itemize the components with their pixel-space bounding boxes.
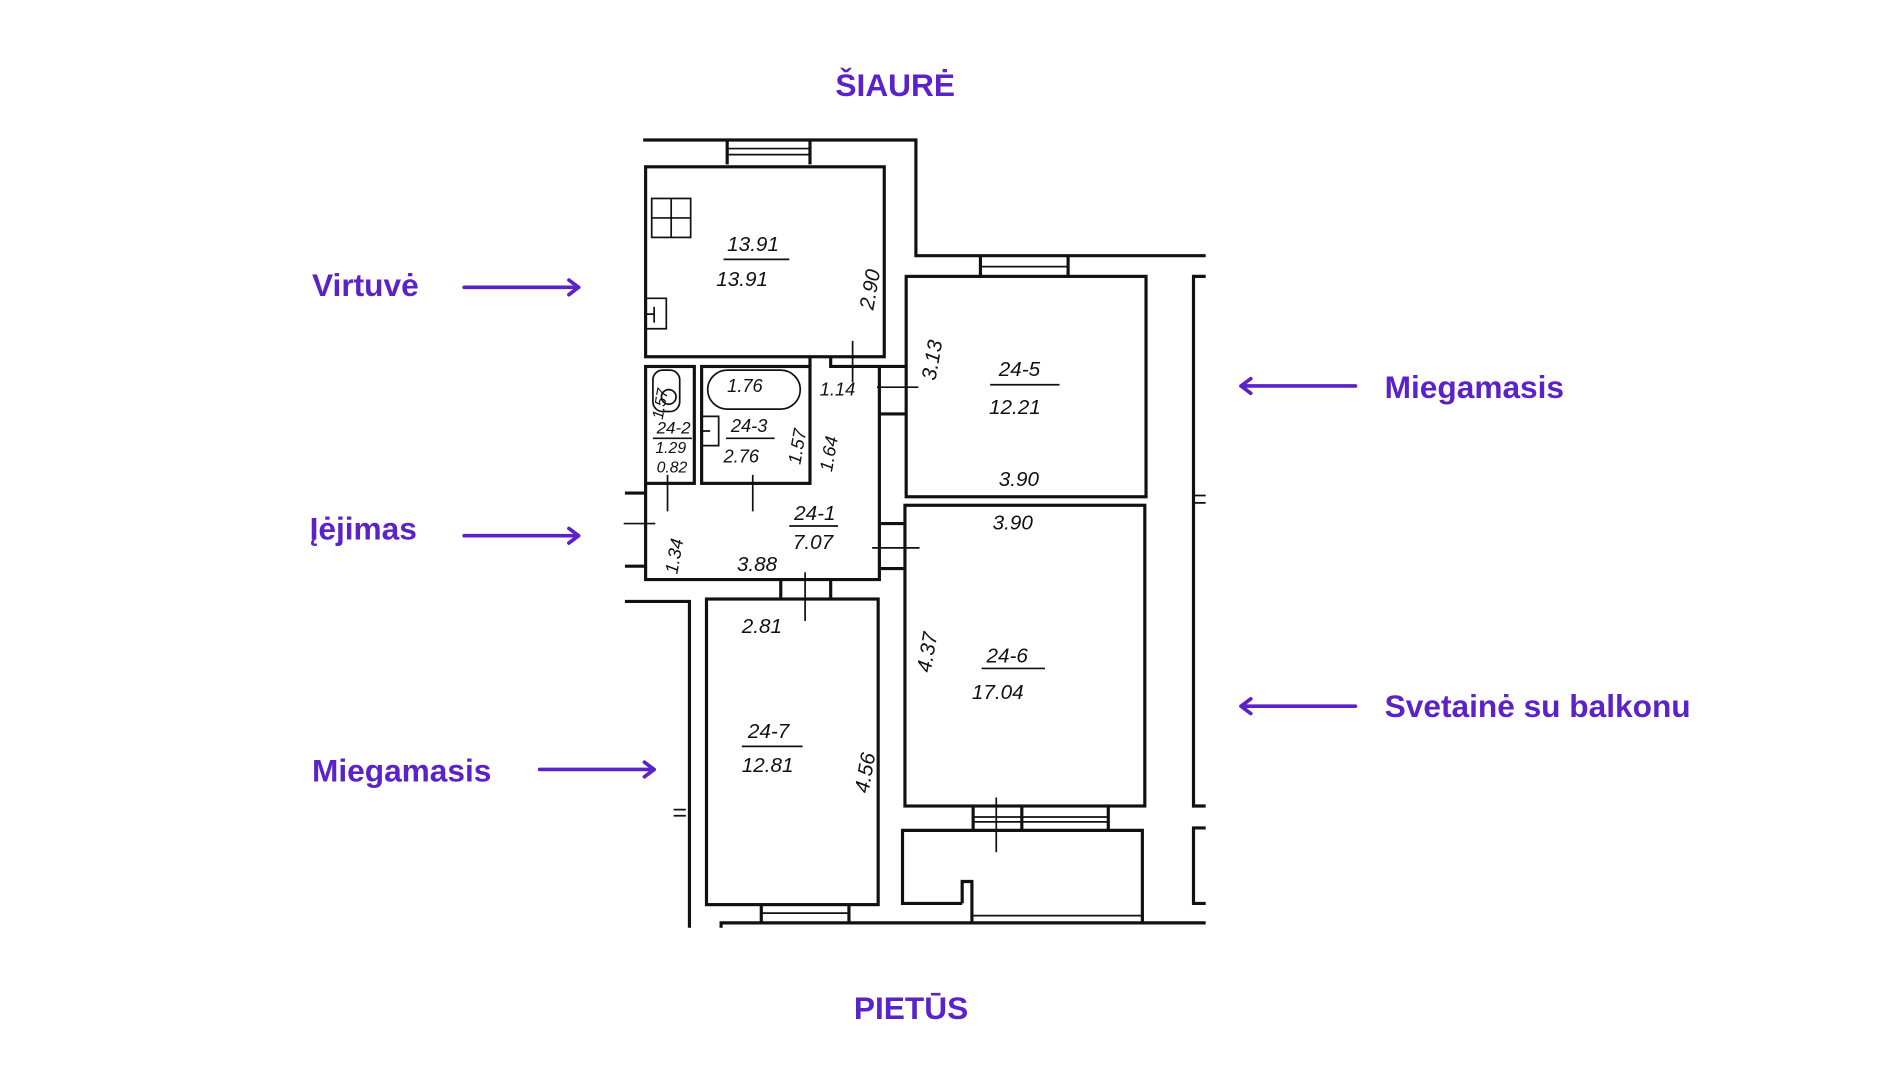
arrow-right-icon: [537, 760, 656, 779]
door-marks: [623, 340, 998, 853]
svg-text:3.13: 3.13: [918, 338, 948, 382]
svg-text:3.90: 3.90: [999, 468, 1040, 491]
sink-icon: [645, 297, 668, 330]
svg-text:24-1: 24-1: [793, 502, 835, 525]
svg-text:12.21: 12.21: [989, 396, 1041, 419]
svg-text:13.91: 13.91: [716, 268, 768, 291]
living-room: 3.90 4.37 24-6 17.04: [913, 512, 1045, 704]
svg-text:1.14: 1.14: [820, 379, 856, 400]
svg-text:7.07: 7.07: [793, 531, 835, 554]
washbasin-icon: [701, 415, 720, 447]
arrow-left-icon: [1239, 697, 1358, 716]
svg-text:4.56: 4.56: [851, 751, 881, 795]
callout-living-room: Svetainė su balkonu: [1385, 688, 1691, 724]
svg-text:24-5: 24-5: [998, 358, 1041, 381]
arrow-right-icon: [462, 278, 581, 297]
svg-text:1.57: 1.57: [650, 386, 672, 420]
svg-text:2.90: 2.90: [855, 267, 885, 312]
svg-text:3.90: 3.90: [993, 512, 1034, 535]
bedroom-south-room: 2.81 24-7 12.81 4.56: [741, 615, 881, 795]
south-label: PIETŪS: [854, 990, 968, 1026]
bedroom-north-room: 3.13 24-5 12.21 3.90: [918, 338, 1060, 491]
callout-entrance: Įėjimas: [310, 510, 417, 546]
stove-icon: [650, 197, 692, 239]
arrow-left-icon: [1239, 376, 1358, 396]
hall-room: 1.14 1.64 24-1 7.07 1.34 3.88: [661, 379, 856, 576]
callout-bedroom-north: Miegamasis: [1385, 369, 1564, 405]
svg-text:13.91: 13.91: [727, 233, 779, 256]
svg-text:24-7: 24-7: [747, 720, 791, 743]
arrow-right-icon: [462, 526, 581, 545]
svg-text:24-3: 24-3: [730, 415, 768, 436]
callout-bedroom-south: Miegamasis: [312, 753, 491, 789]
bathtub-icon: [706, 369, 802, 410]
svg-text:1.64: 1.64: [815, 434, 842, 473]
svg-text:1.57: 1.57: [784, 426, 811, 465]
svg-text:1.34: 1.34: [661, 537, 688, 576]
svg-text:2.76: 2.76: [723, 446, 760, 467]
svg-text:17.04: 17.04: [972, 681, 1024, 704]
walls: [624, 138, 1206, 928]
svg-text:2.81: 2.81: [741, 615, 782, 638]
toilet-icon: [652, 369, 681, 413]
svg-text:1.76: 1.76: [727, 375, 763, 396]
svg-text:24-6: 24-6: [986, 644, 1029, 667]
svg-text:24-2: 24-2: [656, 418, 692, 437]
callout-kitchen: Virtuvė: [312, 267, 419, 303]
svg-text:0.82: 0.82: [657, 459, 688, 476]
svg-text:3.88: 3.88: [737, 553, 778, 576]
svg-text:4.37: 4.37: [913, 629, 943, 674]
bath-room: 1.76 24-3 2.76 1.57: [723, 375, 811, 467]
svg-text:1.29: 1.29: [655, 440, 686, 457]
north-label: ŠIAURĖ: [835, 67, 955, 103]
wc-room: 1.57 24-2 1.29 0.82: [650, 386, 692, 476]
svg-text:12.81: 12.81: [742, 754, 794, 777]
kitchen-room: 13.91 13.91 2.90: [716, 233, 885, 313]
